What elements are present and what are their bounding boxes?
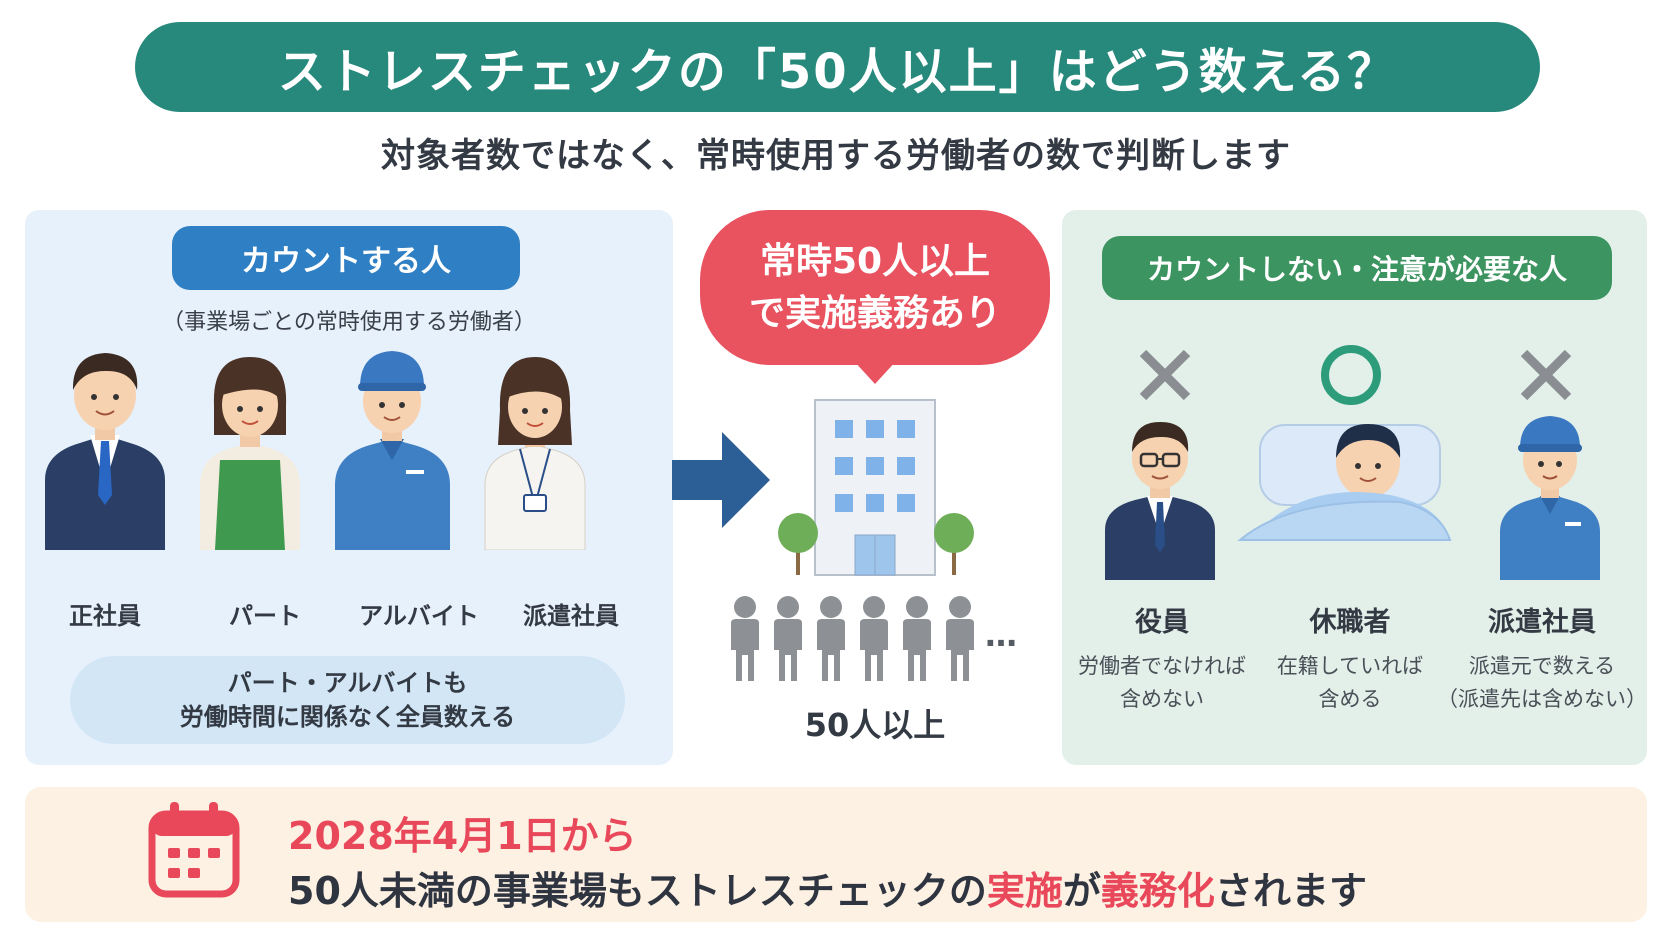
people-illustrations xyxy=(45,351,586,550)
exclusion-desc-leave: 在籍していれば 含める xyxy=(1245,650,1455,716)
exclusion-label-leave: 休職者 xyxy=(1309,607,1391,638)
obligation-bubble: 常時50人以上 で実施義務あり xyxy=(700,210,1050,365)
exclusion-label-dispatch: 派遣社員 xyxy=(1488,607,1596,638)
dispatched-worker-right-figure xyxy=(1500,416,1600,580)
person-label-dispatch: 派遣社員 xyxy=(523,602,619,630)
person-on-leave-figure xyxy=(1237,424,1452,541)
building-icon xyxy=(778,399,974,576)
count-note-line2: 労働時間に関係なく全員数える xyxy=(179,703,516,731)
cross-icon xyxy=(1520,349,1572,401)
exclusion-desc-dispatch: 派遣元で数える （派遣先は含めない） xyxy=(1437,650,1647,716)
dispatched-worker-figure xyxy=(484,357,586,550)
deadline-message-part2: が xyxy=(1062,869,1101,913)
count-heading: カウントする人 xyxy=(172,226,520,290)
deadline-message-highlight-2: 義務化 xyxy=(1100,869,1215,913)
deadline-banner xyxy=(25,787,1647,922)
deadline-message: 50人未満の事業場もストレスチェックの実施が義務化されます xyxy=(288,860,1367,915)
exclusion-desc-executive: 労働者でなければ 含めない xyxy=(1057,650,1267,716)
exclusion-desc-dispatch-line1: 派遣元で数える xyxy=(1468,654,1616,678)
exclusion-desc-leave-line1: 在籍していれば xyxy=(1276,654,1424,678)
deadline-message-part1: 50人未満の事業場もストレスチェックの xyxy=(288,869,987,913)
obligation-bubble-line1: 常時50人以上 xyxy=(759,240,991,282)
executive-figure xyxy=(1105,422,1215,580)
part-timer-figure xyxy=(200,357,300,550)
deadline-date: 2028年4月1日から xyxy=(288,814,637,858)
person-label-part: パート xyxy=(229,602,301,630)
count-note: パート・アルバイトも 労働時間に関係なく全員数える xyxy=(70,656,625,744)
arrow-right-icon xyxy=(672,432,770,528)
exclusion-desc-executive-line1: 労働者でなければ xyxy=(1078,654,1246,678)
page-title: ストレスチェックの「50人以上」はどう数える？ xyxy=(135,22,1540,112)
bubble-tail xyxy=(853,360,897,384)
cross-icon xyxy=(1139,349,1191,401)
count-threshold-label: 50人以上 xyxy=(804,706,946,744)
more-ellipsis: … xyxy=(985,616,1017,654)
exclusion-illustrations xyxy=(1105,416,1600,580)
exclusion-desc-leave-line2: 含める xyxy=(1318,687,1382,711)
part-time-worker-figure xyxy=(335,351,450,550)
deadline-message-part3: されます xyxy=(1214,869,1367,913)
obligation-bubble-line2: で実施義務あり xyxy=(748,292,1001,334)
deadline-message-highlight-1: 実施 xyxy=(986,869,1063,913)
exclusion-desc-executive-line2: 含めない xyxy=(1120,687,1204,711)
count-caption: （事業場ごとの常時使用する労働者） xyxy=(162,310,536,335)
count-note-line1: パート・アルバイトも xyxy=(227,669,468,697)
person-label-arbeit: アルバイト xyxy=(359,602,479,630)
person-label-regular: 正社員 xyxy=(69,602,141,630)
exclusion-desc-dispatch-line2: （派遣先は含めない） xyxy=(1437,687,1647,711)
circle-icon xyxy=(1321,345,1381,405)
exclusion-heading: カウントしない・注意が必要な人 xyxy=(1102,236,1612,300)
calendar-icon xyxy=(148,802,240,898)
page-subtitle: 対象者数ではなく、常時使用する労働者の数で判断します xyxy=(381,136,1291,176)
regular-employee-figure xyxy=(45,353,165,550)
workers-silhouette-icon xyxy=(731,596,974,681)
exclusion-label-executive: 役員 xyxy=(1135,607,1189,638)
